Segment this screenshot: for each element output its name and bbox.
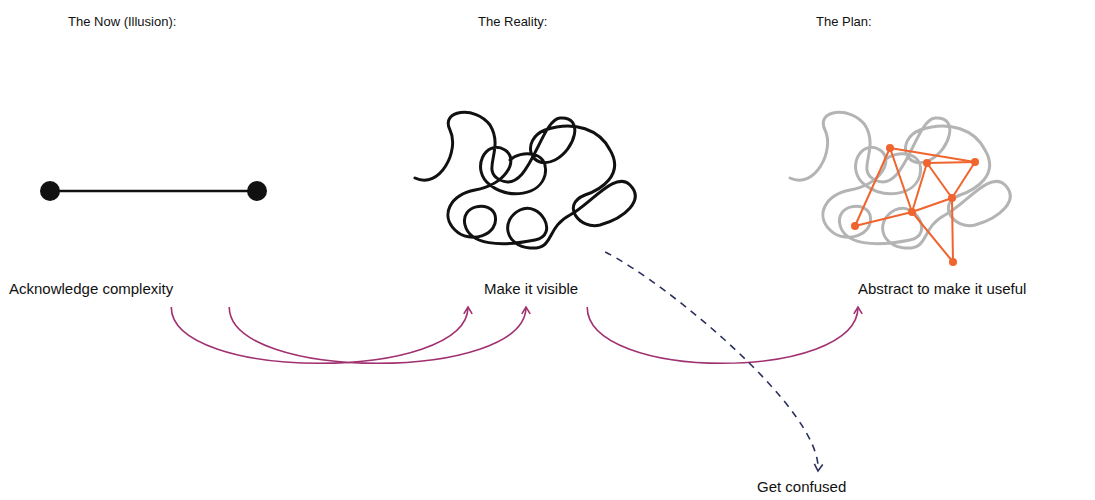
column-heading: The Plan: <box>816 14 872 30</box>
arrow-line <box>171 307 468 363</box>
arrow-line <box>605 252 818 471</box>
arrow-line <box>229 307 526 363</box>
arrow-head <box>522 307 530 314</box>
caption-text: Make it visible <box>484 280 578 298</box>
arrow-head <box>464 307 472 314</box>
step-caption: Get confused <box>755 477 848 497</box>
caption-text: Acknowledge complexity <box>9 280 173 298</box>
step-caption: Make it visible <box>482 279 580 299</box>
step-caption: Abstract to make it useful <box>856 279 1028 299</box>
flow-arrow <box>605 252 823 471</box>
illusion-line <box>40 181 267 201</box>
caption-text: Abstract to make it useful <box>858 280 1026 298</box>
column-heading: The Reality: <box>478 14 547 30</box>
caption-text: Get confused <box>757 478 846 496</box>
step-caption: Acknowledge complexity <box>7 279 175 299</box>
plan-tangle <box>790 112 1010 248</box>
flow-arrow <box>171 307 472 363</box>
flow-arrow <box>229 307 530 363</box>
column-heading: The Now (Illusion): <box>68 14 176 30</box>
arrow-head <box>814 464 822 471</box>
arrow-line <box>587 307 858 363</box>
arrow-head <box>854 307 862 314</box>
plan-network <box>851 144 979 266</box>
reality-tangle <box>415 112 635 248</box>
flow-arrow <box>587 307 862 363</box>
